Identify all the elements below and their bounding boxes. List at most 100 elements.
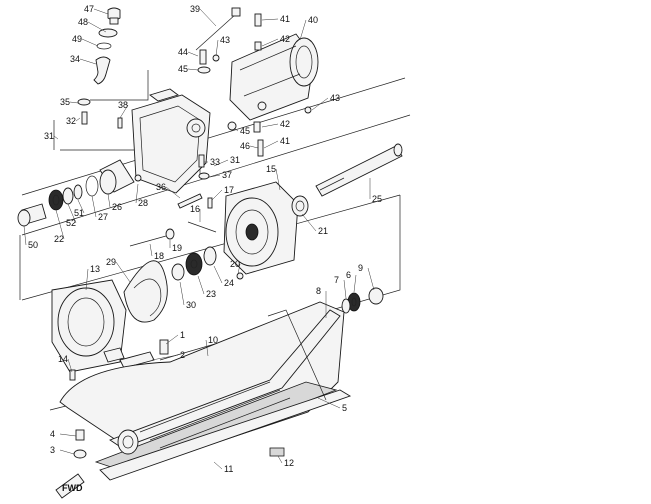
callout-49: 49 — [72, 34, 82, 44]
leader-line — [85, 268, 89, 291]
callout-40: 40 — [308, 15, 318, 25]
callout-9: 9 — [358, 263, 363, 273]
bottom-bolts — [73, 429, 285, 459]
leader-line — [237, 263, 241, 275]
callout-17: 17 — [224, 185, 234, 195]
callout-3: 3 — [50, 445, 55, 455]
callout-38: 38 — [118, 100, 128, 110]
callout-12: 12 — [284, 458, 294, 468]
upper-left-fittings — [77, 7, 123, 129]
leader-line — [261, 18, 279, 21]
leader-line — [317, 397, 341, 409]
leader-line — [301, 213, 317, 232]
callout-45: 45 — [178, 64, 188, 74]
leader-line — [215, 39, 219, 57]
callout-48: 48 — [78, 17, 88, 27]
callout-27: 27 — [98, 212, 108, 222]
callout-4: 4 — [50, 429, 55, 439]
leader-line — [93, 8, 109, 15]
callout-51: 51 — [74, 208, 84, 218]
callout-36: 36 — [156, 182, 166, 192]
leader-line — [55, 209, 65, 240]
callout-14: 14 — [58, 354, 68, 364]
leader-line — [233, 127, 239, 132]
callout-6: 6 — [346, 270, 351, 280]
callout-22: 22 — [54, 234, 64, 244]
callout-28: 28 — [138, 198, 148, 208]
callout-52: 52 — [66, 218, 76, 228]
callout-31: 31 — [44, 131, 54, 141]
leader-line — [23, 225, 27, 246]
leader-line — [213, 265, 223, 284]
leader-line — [275, 168, 281, 191]
leader-line — [165, 186, 181, 199]
callout-41: 41 — [280, 136, 290, 146]
callout-37: 37 — [222, 170, 232, 180]
callout-30: 30 — [186, 300, 196, 310]
bearing-stack — [17, 159, 142, 227]
callout-24: 24 — [224, 278, 234, 288]
callout-7: 7 — [334, 275, 339, 285]
callout-20: 20 — [230, 259, 240, 269]
leader-line — [79, 58, 97, 65]
leader-line — [149, 243, 153, 257]
leader-line — [87, 21, 107, 33]
callout-34: 34 — [70, 54, 80, 64]
leader-line — [119, 104, 129, 119]
leader-lines — [23, 8, 375, 470]
callout-23: 23 — [206, 289, 216, 299]
leader-line — [59, 433, 77, 437]
callout-16: 16 — [190, 204, 200, 214]
callout-19: 19 — [172, 243, 182, 253]
pump-casing — [59, 301, 352, 481]
leader-line — [107, 193, 111, 208]
fwd-label: FWD — [62, 483, 83, 493]
leader-line — [187, 51, 199, 57]
impeller-housing — [223, 181, 309, 275]
leader-line — [81, 38, 99, 47]
callout-29: 29 — [106, 257, 116, 267]
leader-line — [343, 279, 347, 299]
callout-1: 1 — [180, 330, 185, 340]
leader-line — [213, 461, 223, 470]
callout-35: 35 — [60, 97, 70, 107]
impeller — [123, 246, 217, 323]
callout-39: 39 — [190, 4, 200, 14]
callout-8: 8 — [316, 286, 321, 296]
leader-line — [205, 339, 209, 357]
callout-31: 31 — [230, 155, 240, 165]
leader-line — [209, 174, 221, 178]
callout-42: 42 — [280, 119, 290, 129]
leader-line — [353, 274, 357, 293]
callout-5: 5 — [342, 403, 347, 413]
callout-47: 47 — [84, 4, 94, 14]
leader-line — [199, 8, 217, 27]
leader-line — [213, 159, 229, 167]
leader-line — [53, 135, 59, 140]
callout-25: 25 — [372, 194, 382, 204]
callout-50: 50 — [28, 240, 38, 250]
callout-43: 43 — [330, 93, 340, 103]
callout-42: 42 — [280, 34, 290, 44]
leader-line — [59, 449, 75, 455]
leader-line — [211, 189, 223, 201]
drive-shaft — [315, 143, 403, 197]
callout-46: 46 — [240, 141, 250, 151]
intake-housing — [131, 88, 211, 194]
leader-line — [263, 140, 279, 149]
callout-11: 11 — [224, 464, 233, 474]
fwd-arrow: FWD — [55, 473, 85, 499]
leader-line — [311, 97, 329, 111]
shaft-small-parts — [129, 197, 244, 280]
leader-line — [67, 203, 77, 224]
leader-line — [277, 455, 283, 464]
pipe-fittings — [177, 154, 210, 209]
callout-44: 44 — [178, 47, 188, 57]
leader-line — [67, 358, 73, 373]
stator-housing — [51, 279, 127, 373]
leader-line — [299, 19, 307, 41]
leader-line — [115, 261, 131, 283]
callout-26: 26 — [112, 202, 122, 212]
